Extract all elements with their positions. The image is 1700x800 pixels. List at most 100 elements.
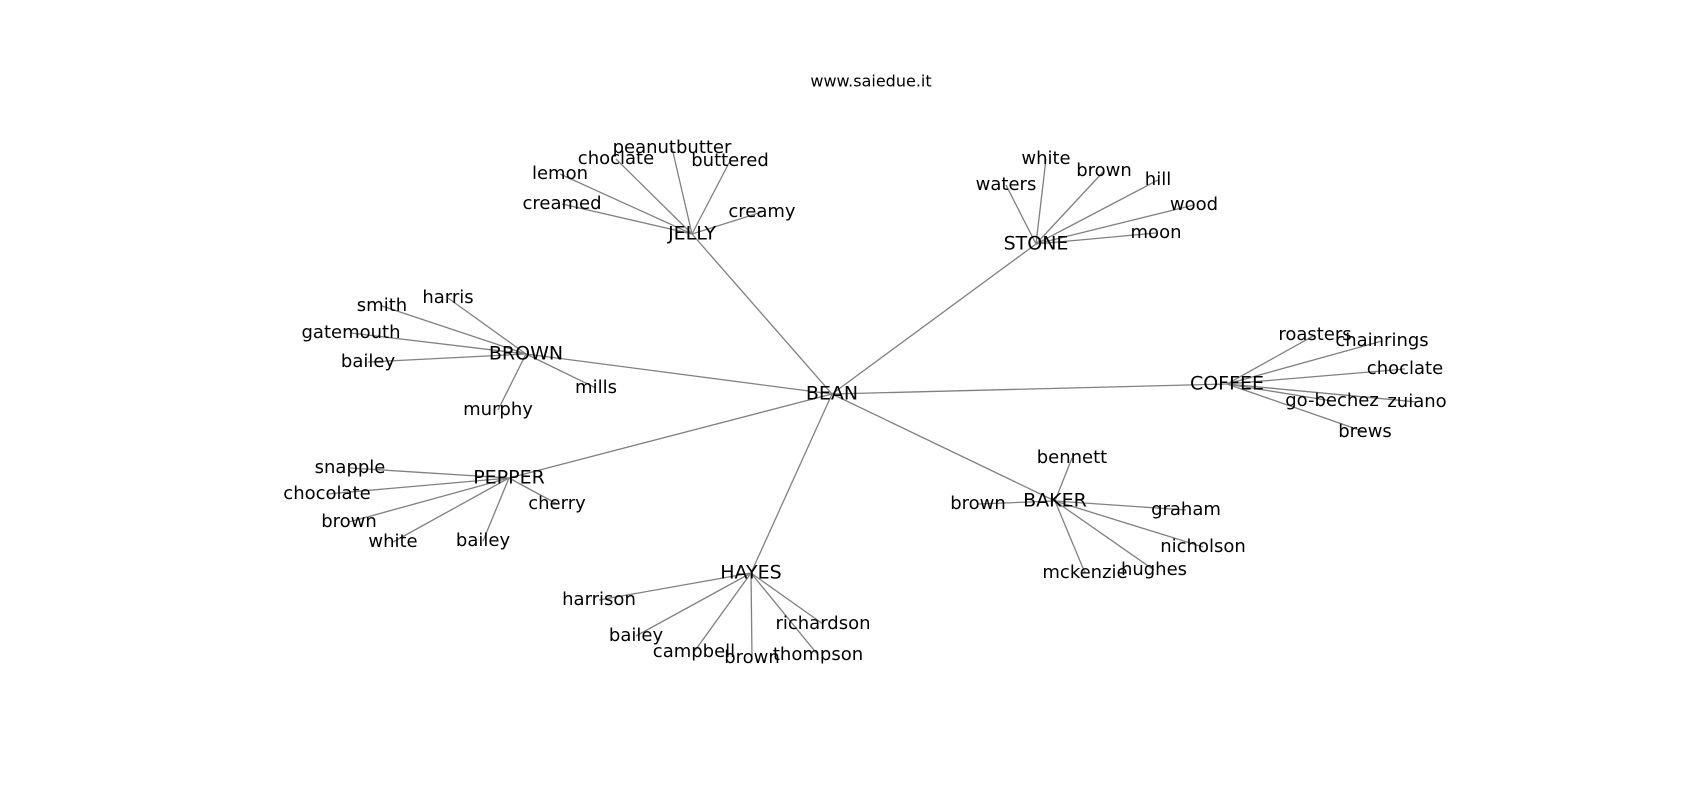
- hub-node-stone: STONE: [1004, 233, 1069, 255]
- edge-bean-stone: [831, 243, 1037, 395]
- edge-bean-brown: [525, 353, 833, 395]
- edge-baker-hughes: [1054, 500, 1155, 571]
- leaf-node-hayes-thompson: thompson: [773, 644, 863, 665]
- leaf-node-hayes-harrison: harrison: [562, 589, 636, 610]
- edge-bean-coffee: [831, 383, 1228, 395]
- edges: [326, 147, 1418, 659]
- leaf-node-coffee-brews: brews: [1338, 421, 1392, 442]
- leaf-node-jelly-buttered: buttered: [691, 150, 769, 171]
- leaf-node-baker-graham: graham: [1151, 499, 1221, 520]
- edge-pepper-white: [392, 477, 510, 543]
- leaf-node-coffee-choclate: choclate: [1367, 358, 1443, 379]
- leaf-node-baker-nicholson: nicholson: [1160, 536, 1246, 557]
- leaf-node-hayes-richardson: richardson: [775, 613, 870, 634]
- hub-node-pepper: PEPPER: [473, 467, 545, 489]
- leaf-node-brown-murphy: murphy: [463, 399, 533, 420]
- leaf-node-stone-wood: wood: [1170, 194, 1218, 215]
- edge-jelly-creamy: [691, 211, 763, 235]
- edge-coffee-chainrings: [1226, 340, 1383, 385]
- edge-baker-bennett: [1054, 457, 1073, 502]
- leaf-node-brown-smith: smith: [357, 295, 407, 316]
- hub-node-coffee: COFFEE: [1190, 373, 1264, 395]
- edge-jelly-peanutbutter: [671, 147, 693, 235]
- edge-bean-hayes: [750, 393, 833, 574]
- leaf-node-baker-bennett: bennett: [1037, 447, 1108, 468]
- edge-jelly-lemon: [559, 173, 693, 235]
- edge-jelly-creamed: [561, 203, 693, 235]
- edge-stone-brown: [1035, 170, 1105, 245]
- edge-coffee-go-bechez: [1226, 383, 1333, 402]
- leaf-node-pepper-chocolate: chocolate: [283, 483, 370, 504]
- leaf-node-stone-hill: hill: [1145, 169, 1171, 190]
- edge-jelly-buttered: [691, 160, 731, 235]
- edge-brown-gatemouth: [350, 332, 527, 355]
- leaf-node-hayes-campbell: campbell: [653, 641, 735, 662]
- leaf-node-pepper-bailey: bailey: [456, 530, 511, 551]
- edge-baker-graham: [1054, 500, 1187, 511]
- leaf-node-jelly-creamed: creamed: [522, 193, 601, 214]
- edge-stone-hill: [1035, 179, 1159, 245]
- node-labels: BEANJELLYcreamedlemonchoclatepeanutbutte…: [283, 137, 1446, 668]
- leaf-node-brown-gatemouth: gatemouth: [301, 322, 400, 343]
- edge-brown-harris: [447, 297, 527, 355]
- source-label: www.saiedue.it: [810, 72, 931, 91]
- leaf-node-baker-brown: brown: [950, 493, 1006, 514]
- edge-hayes-bailey: [635, 572, 752, 637]
- edge-brown-smith: [381, 305, 527, 355]
- hub-node-jelly: JELLY: [667, 223, 716, 245]
- leaf-node-brown-bailey: bailey: [341, 351, 396, 372]
- leaf-node-jelly-creamy: creamy: [728, 201, 796, 222]
- edge-hayes-thompson: [750, 572, 819, 656]
- edge-coffee-roasters: [1226, 334, 1316, 385]
- leaf-node-brown-mills: mills: [575, 377, 617, 398]
- leaf-node-brown-harris: harris: [422, 287, 473, 308]
- edge-pepper-bailey: [482, 477, 510, 542]
- leaf-node-baker-mckenzie: mckenzie: [1042, 562, 1127, 583]
- hub-node-brown: BROWN: [489, 343, 563, 365]
- edge-brown-bailey: [367, 353, 527, 363]
- edge-pepper-brown: [348, 477, 510, 523]
- leaf-node-coffee-roasters: roasters: [1278, 324, 1351, 345]
- leaf-node-baker-hughes: hughes: [1121, 559, 1187, 580]
- edge-hayes-brown: [750, 572, 753, 659]
- edge-baker-mckenzie: [1054, 500, 1086, 574]
- leaf-node-stone-waters: waters: [976, 174, 1037, 195]
- leaf-node-stone-moon: moon: [1131, 222, 1182, 243]
- edge-pepper-cherry: [508, 477, 558, 505]
- leaf-node-pepper-snapple: snapple: [315, 457, 386, 478]
- leaf-node-hayes-brown: brown: [724, 647, 780, 668]
- edge-hayes-campbell: [693, 572, 752, 653]
- leaf-node-stone-white: white: [1021, 148, 1070, 169]
- edge-bean-jelly: [691, 233, 833, 395]
- hub-node-hayes: HAYES: [720, 562, 781, 584]
- leaf-node-pepper-brown: brown: [321, 511, 377, 532]
- edge-pepper-chocolate: [326, 477, 510, 495]
- edge-brown-mills: [525, 353, 597, 389]
- edge-baker-brown: [977, 500, 1056, 505]
- edge-hayes-richardson: [750, 572, 824, 625]
- leaf-node-jelly-peanutbutter: peanutbutter: [613, 137, 732, 158]
- edge-bean-pepper: [508, 393, 833, 479]
- edge-pepper-snapple: [349, 467, 510, 479]
- leaf-node-coffee-go-bechez: go-bechez: [1285, 390, 1379, 411]
- center-node: BEAN: [806, 383, 858, 405]
- edge-coffee-brews: [1226, 383, 1366, 433]
- edge-bean-baker: [831, 393, 1056, 502]
- edge-coffee-choclate: [1226, 368, 1406, 385]
- edge-stone-waters: [1005, 184, 1037, 245]
- leaf-node-coffee-zuiano: zuiano: [1387, 391, 1446, 412]
- leaf-node-stone-brown: brown: [1076, 160, 1132, 181]
- leaf-node-jelly-lemon: lemon: [532, 163, 588, 184]
- leaf-node-pepper-white: white: [368, 531, 417, 552]
- leaf-node-coffee-chainrings: chainrings: [1335, 330, 1428, 351]
- edge-stone-wood: [1035, 204, 1195, 245]
- edge-stone-white: [1035, 158, 1047, 245]
- leaf-node-jelly-choclate: choclate: [578, 148, 654, 169]
- hub-node-baker: BAKER: [1023, 490, 1087, 512]
- edge-brown-murphy: [497, 353, 527, 411]
- leaf-node-pepper-cherry: cherry: [528, 493, 586, 514]
- leaf-node-hayes-bailey: bailey: [609, 625, 664, 646]
- edge-baker-nicholson: [1054, 500, 1204, 548]
- edge-stone-moon: [1035, 232, 1157, 245]
